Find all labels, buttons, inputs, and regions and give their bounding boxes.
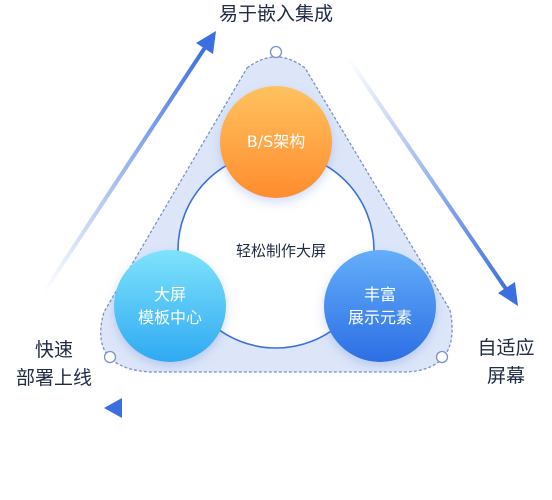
label-adaptive-screen: 自适应 屏幕 bbox=[460, 334, 552, 390]
label-adaptive-screen-line1: 自适应 bbox=[477, 337, 535, 359]
node-display-elements-label: 丰富 展示元素 bbox=[324, 283, 436, 329]
label-easy-embed: 易于嵌入集成 bbox=[218, 3, 333, 25]
node-template-center-line1: 大屏 bbox=[153, 285, 186, 304]
arrow-bottom-left bbox=[104, 398, 416, 418]
arrow-right-down bbox=[346, 56, 518, 306]
center-label: 轻松制作大屏 bbox=[235, 242, 326, 260]
node-bs-architecture bbox=[220, 86, 332, 198]
arrow-left-up bbox=[42, 31, 216, 294]
node-display-elements-line1: 丰富 bbox=[363, 285, 396, 304]
node-display-elements-line2: 展示元素 bbox=[347, 308, 412, 327]
vertex-dot-top bbox=[269, 45, 283, 59]
node-display-elements bbox=[324, 250, 436, 362]
node-bs-architecture-label: B/S架构 bbox=[246, 132, 306, 151]
label-fast-deploy-line1: 快速 bbox=[34, 339, 73, 361]
node-template-center-line2: 模板中心 bbox=[137, 308, 202, 327]
label-fast-deploy-line2: 部署上线 bbox=[15, 367, 92, 389]
label-adaptive-screen-line2: 屏幕 bbox=[486, 365, 525, 387]
node-template-center bbox=[114, 250, 226, 362]
vertex-dot-left bbox=[103, 350, 117, 364]
vertex-dot-right bbox=[435, 350, 449, 364]
label-fast-deploy: 快速 部署上线 bbox=[8, 336, 100, 392]
node-template-center-label: 大屏 模板中心 bbox=[114, 283, 226, 329]
